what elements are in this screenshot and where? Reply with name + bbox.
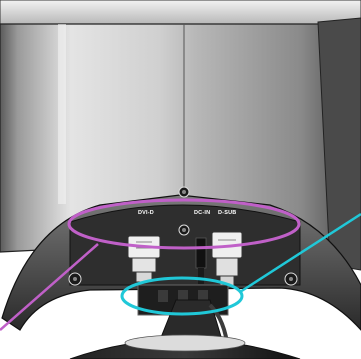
connector-panel-callout (67, 198, 301, 250)
cable-holder-callout-leader (239, 212, 361, 294)
dsub-port-label: D-SUB (218, 210, 236, 216)
dvi-port-label: DVI-D (138, 210, 154, 216)
monitor-right-side (317, 17, 361, 271)
dc-in-port-label: DC-IN (194, 210, 210, 216)
screw-icon (178, 186, 190, 198)
screw-icon (178, 224, 190, 236)
connector-panel-callout-leader (0, 243, 99, 331)
monitor-top-rim (0, 0, 361, 25)
screw-icon (68, 272, 82, 286)
cable-holder-callout (120, 276, 244, 316)
dc-in-connector (195, 237, 207, 284)
connector-panel-plate (69, 204, 301, 286)
base-top (124, 334, 246, 352)
screw-icon (284, 272, 298, 286)
left-highlight (58, 24, 66, 204)
